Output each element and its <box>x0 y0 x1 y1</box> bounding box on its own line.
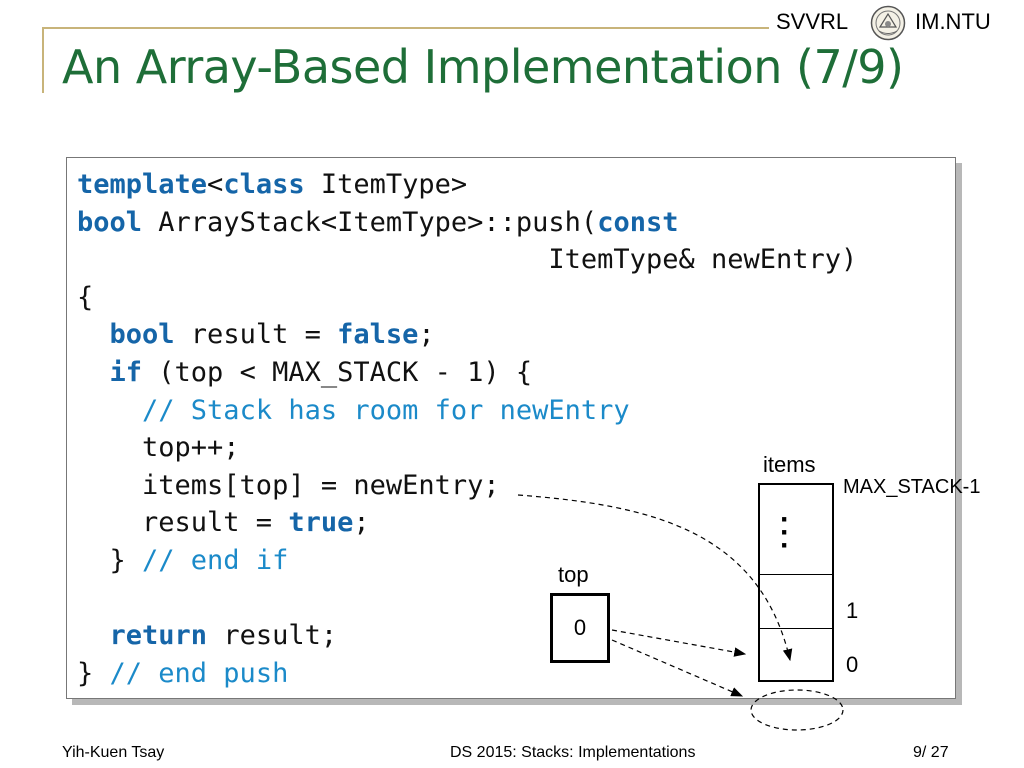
code-text: } <box>77 544 143 576</box>
footer-author: Yih-Kuen Tsay <box>62 744 165 761</box>
code-text: (top < MAX_STACK - 1) { <box>142 356 533 388</box>
code-line: bool result = false; <box>77 319 435 350</box>
code-keyword: return <box>109 620 208 652</box>
slide-title: An Array-Based Implementation (7/9) <box>62 40 904 94</box>
top-label: top <box>558 562 589 587</box>
array-ellipsis: ··· <box>780 503 790 562</box>
code-text: ; <box>418 319 435 351</box>
code-line: bool ArrayStack<ItemType>::push(const <box>77 207 678 238</box>
code-text: ArrayStack<ItemType>::push( <box>142 206 598 238</box>
code-line: return result; <box>77 620 338 652</box>
code-text: ; <box>353 507 370 539</box>
code-listing: template<class ItemType> bool ArrayStack… <box>77 166 857 692</box>
max-stack-index-label: MAX_STACK-1 <box>843 476 981 498</box>
code-keyword: const <box>597 206 679 238</box>
code-comment: // Stack has room for newEntry <box>142 394 630 426</box>
brand-svvrl: SVVRL <box>776 9 849 34</box>
header-rule <box>42 27 769 29</box>
code-text: { <box>77 281 94 313</box>
code-keyword: bool <box>109 319 175 351</box>
code-keyword: template <box>77 169 208 200</box>
code-text: result = <box>77 507 289 539</box>
code-line: } // end if <box>77 544 289 576</box>
code-line: } // end push <box>77 658 288 689</box>
code-text: < <box>207 169 224 200</box>
array-cell-divider <box>760 574 832 575</box>
items-label: items <box>763 452 816 477</box>
code-line: result = true; <box>77 507 370 538</box>
code-line: { <box>77 282 93 313</box>
index-0-label: 0 <box>846 652 859 677</box>
code-text: top++; <box>77 432 240 464</box>
items-array <box>758 483 834 682</box>
array-cell-divider <box>760 628 832 629</box>
code-line: ItemType& newEntry) <box>77 244 857 275</box>
code-text: ItemType& newEntry) <box>77 244 858 276</box>
code-text: ItemType> <box>304 169 468 200</box>
footer-page-number: 9/ 27 <box>913 744 949 762</box>
code-line: // Stack has room for newEntry <box>77 395 630 426</box>
code-keyword: true <box>288 507 354 539</box>
code-line: top++; <box>77 432 240 463</box>
code-keyword: false <box>337 319 419 351</box>
footer-course: DS 2015: Stacks: Implementations <box>450 744 696 761</box>
code-comment: // end push <box>109 657 289 689</box>
newentry-arrow <box>517 494 793 662</box>
index-1-label: 1 <box>846 598 859 623</box>
page-current: 9 <box>913 744 922 761</box>
code-keyword: if <box>109 356 143 388</box>
code-keyword: class <box>223 169 305 200</box>
code-text: result = <box>174 319 338 351</box>
code-line: items[top] = newEntry; <box>77 470 500 501</box>
university-seal-icon <box>870 5 906 41</box>
below-array-ellipse <box>750 689 844 731</box>
top-to-index0-arrow <box>611 639 744 697</box>
top-variable-box: 0 <box>550 593 610 663</box>
top-to-index1-arrow <box>611 629 747 657</box>
code-line: if (top < MAX_STACK - 1) { <box>77 356 533 388</box>
code-text: items[top] = newEntry; <box>77 469 500 501</box>
header-rule-vertical <box>42 27 44 93</box>
code-keyword: bool <box>77 206 143 238</box>
brand-imntu: IM.NTU <box>915 9 991 34</box>
code-text: result; <box>207 620 338 652</box>
code-comment: // end if <box>142 544 289 576</box>
page-total: / 27 <box>921 744 949 761</box>
code-line: template<class ItemType> <box>77 169 467 200</box>
top-value: 0 <box>573 615 587 640</box>
code-text: } <box>77 657 110 689</box>
